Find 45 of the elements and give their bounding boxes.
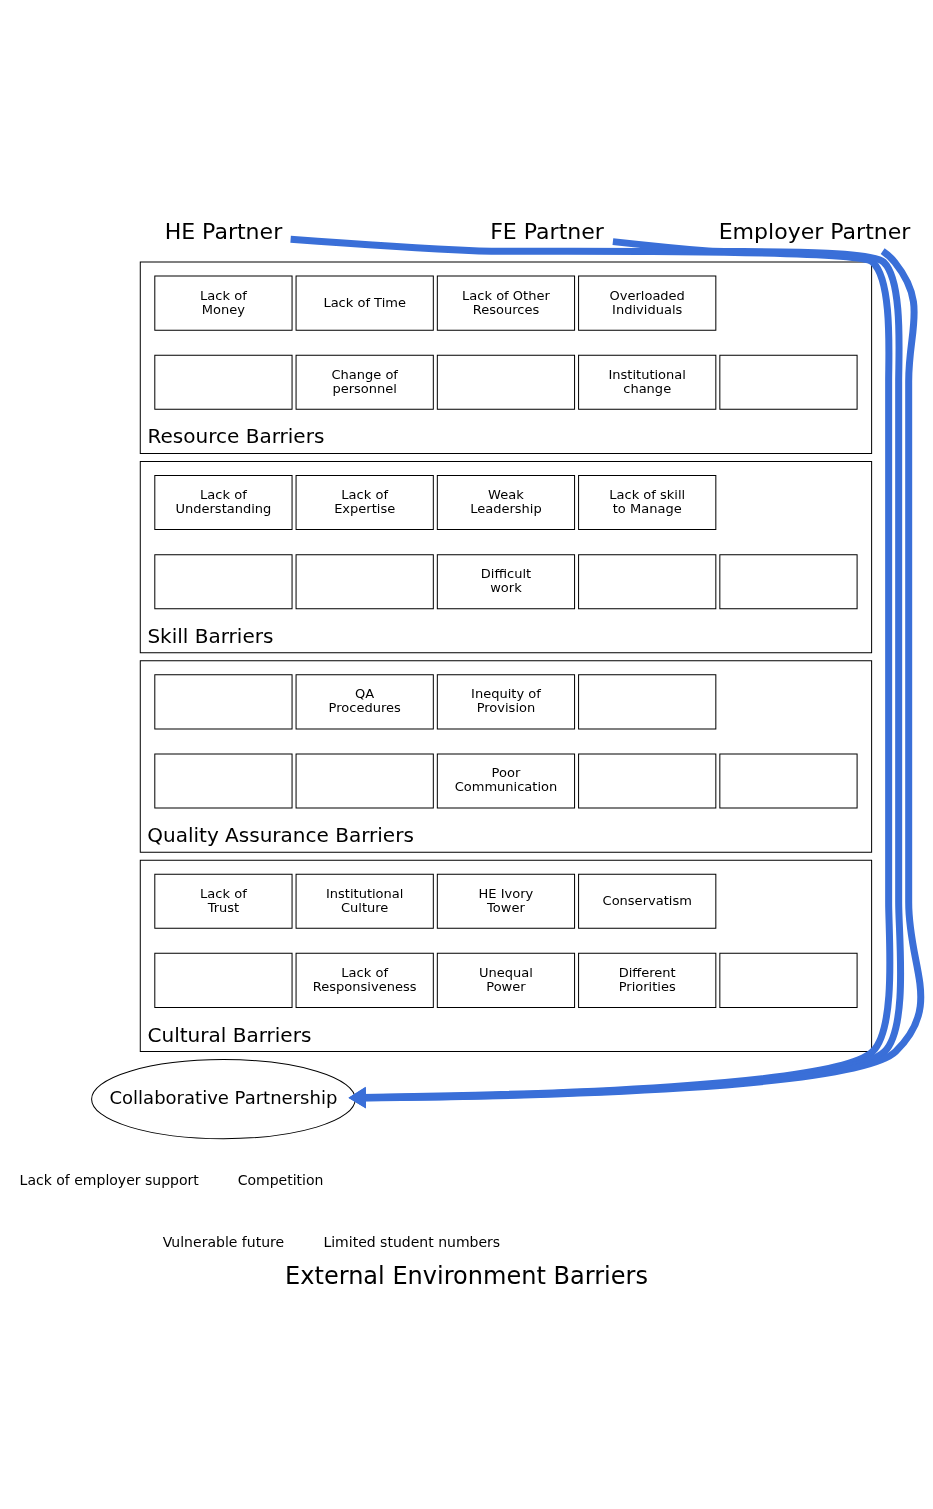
node-box: Lack of Trust (154, 873, 293, 929)
node-box: Institutional change (578, 354, 717, 410)
node-box: Lack of Time (295, 275, 434, 331)
node-box: HE Ivory Tower (436, 873, 576, 929)
node-box (154, 553, 293, 609)
node-text: FE Partner (490, 218, 604, 244)
node-box (578, 673, 717, 729)
node-box: QA Procedures (295, 673, 434, 729)
node-box (295, 553, 434, 609)
node-box: Change of personnel (295, 354, 434, 410)
caption: External Environment Barriers (285, 1261, 648, 1290)
node-box (719, 952, 858, 1008)
label: Competition (237, 1171, 324, 1188)
node-box: Lack of Responsiveness (295, 952, 434, 1008)
node-box (295, 753, 434, 809)
node-box: Institutional Culture (295, 873, 434, 929)
label: Limited student numbers (323, 1233, 501, 1250)
node-box: Poor Communication (436, 753, 576, 809)
node-box: Different Priorities (578, 952, 717, 1008)
node-box: Lack of Money (154, 275, 293, 331)
node-box: Lack of Other Resources (436, 275, 576, 331)
node-text: Employer Partner (718, 218, 911, 244)
node-box (578, 553, 717, 609)
node-box (436, 354, 576, 410)
node-box: Lack of Understanding (154, 474, 293, 530)
node-box (719, 354, 858, 410)
node-box (154, 354, 293, 410)
node-box (578, 753, 717, 809)
node-box: Lack of skill to Manage (578, 474, 717, 530)
node-box: Unequal Power (436, 952, 576, 1008)
node-box: Lack of Expertise (295, 474, 434, 530)
node-box (154, 673, 293, 729)
node-box: Weak Leadership (436, 474, 576, 530)
node-ellipse: Collaborative Partnership (91, 1058, 356, 1139)
label: Vulnerable future (162, 1233, 285, 1250)
node-box: Difficult work (436, 553, 576, 609)
node-box (719, 753, 858, 809)
label: Lack of employer support (19, 1171, 199, 1188)
node-box (719, 553, 858, 609)
node-text: HE Partner (164, 218, 283, 244)
node-box: Inequity of Provision (436, 673, 576, 729)
node-box: Conservatism (578, 873, 717, 929)
node-box (154, 753, 293, 809)
node-box: Overloaded Individuals (578, 275, 717, 331)
node-box (154, 952, 293, 1008)
